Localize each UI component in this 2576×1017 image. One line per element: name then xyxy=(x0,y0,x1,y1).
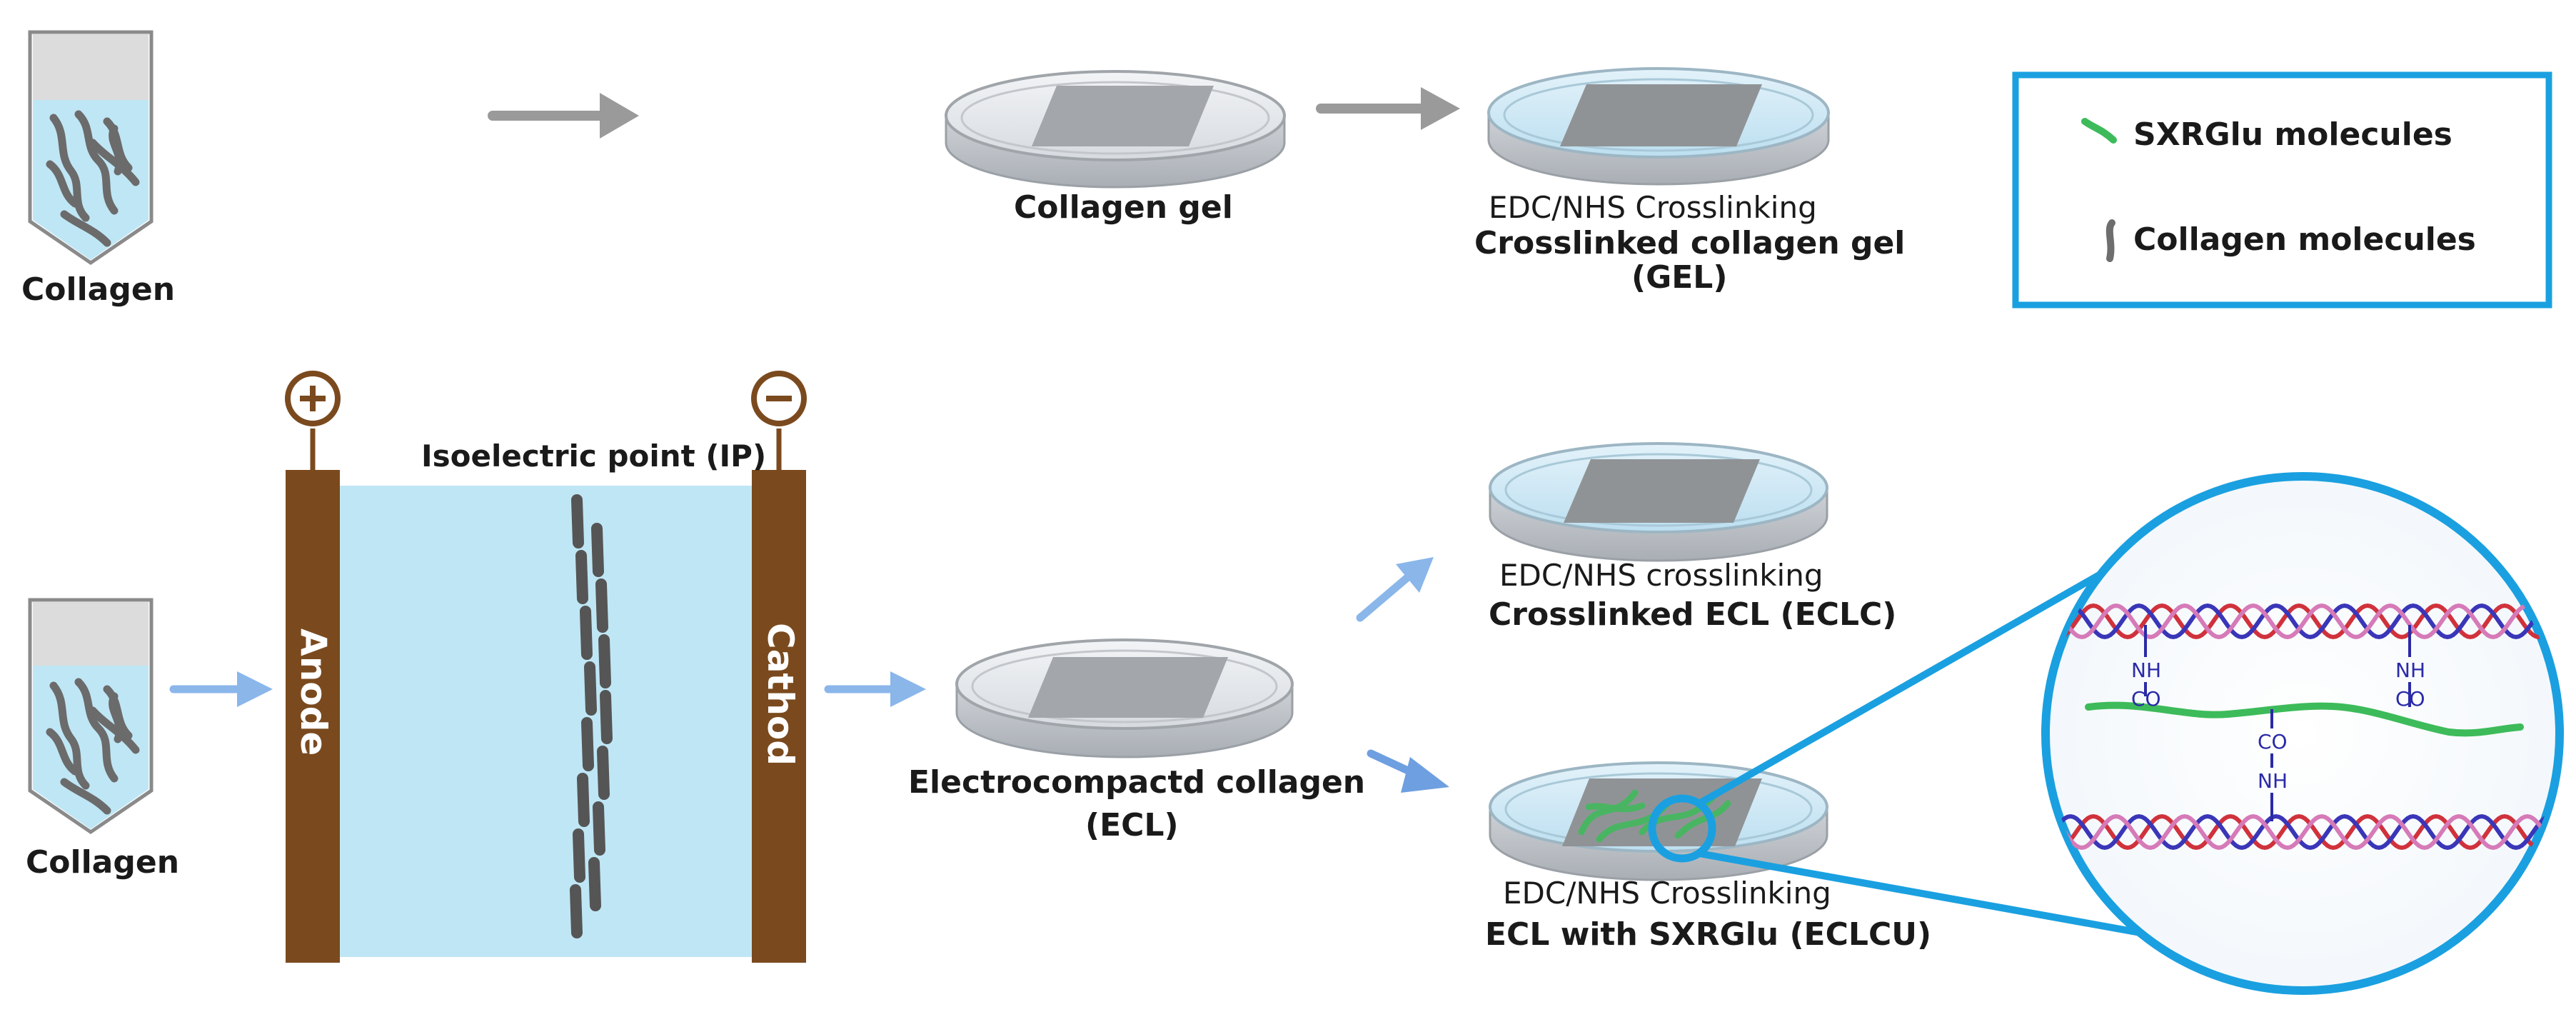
anode-label: Anode xyxy=(293,628,334,756)
ecl-abbr-label: (ECL) xyxy=(1085,807,1179,843)
zoom-source-circle xyxy=(1648,794,1716,863)
co-right: CO xyxy=(2395,687,2425,711)
cathode-minus-icon xyxy=(751,371,807,426)
ecl-name-label: Electrocompactd collagen xyxy=(908,764,1365,801)
isoelectric-point-label: Isoelectric point (IP) xyxy=(421,439,766,474)
sxrglu-chain xyxy=(2085,701,2524,737)
co-center: CO xyxy=(2258,730,2288,753)
ecl-sxrglu-label: ECL with SXRGlu (ECLCU) xyxy=(1485,916,1931,953)
helix-strand xyxy=(2047,603,2558,640)
edc-mid-label: EDC/NHS crosslinking xyxy=(1499,558,1823,593)
anode-plus-icon xyxy=(285,371,341,426)
arrow-blue-1 xyxy=(169,671,273,707)
anode-electrode xyxy=(286,470,340,963)
arrow-blue-4 xyxy=(1367,749,1449,793)
dish-ecl xyxy=(955,638,1294,758)
gel-abbr-label: (GEL) xyxy=(1631,259,1727,296)
amide-bonds xyxy=(2144,625,2411,821)
collagen-molecule-icon xyxy=(2105,219,2115,262)
legend: SXRGlu molecules Collagen molecules xyxy=(2012,71,2552,309)
crosslinked-gel-label: Crosslinked collagen gel xyxy=(1474,225,1905,261)
collagen-tube-top xyxy=(28,30,154,266)
nh-right: NH xyxy=(2395,658,2425,682)
arrow-blue-3 xyxy=(1356,557,1434,622)
collagen-bottom-label: Collagen xyxy=(26,844,179,881)
dish-crosslinked-gel xyxy=(1487,67,1830,186)
dish-collagen-gel xyxy=(945,70,1286,189)
cathode-label: Cathod xyxy=(760,623,801,766)
co-left: CO xyxy=(2131,687,2161,711)
collagen-gel-label: Collagen gel xyxy=(1014,189,1233,226)
cathode-electrode xyxy=(752,470,806,963)
electrocompaction-chamber xyxy=(285,371,807,963)
zoom-connector xyxy=(1697,545,2157,939)
arrow-gray-1 xyxy=(488,93,639,139)
dish-eclc xyxy=(1489,442,1828,562)
nh-center: NH xyxy=(2258,769,2288,793)
dish-eclcu xyxy=(1489,761,1828,881)
compacted-collagen-band xyxy=(570,494,613,938)
collagen-top-label: Collagen xyxy=(21,271,175,308)
crosslinked-ecl-label: Crosslinked ECL (ECLC) xyxy=(1489,596,1896,633)
molecular-zoom-view: NH CO NH CO CO NH xyxy=(2041,472,2564,995)
arrow-blue-2 xyxy=(824,671,926,707)
helix-strand xyxy=(2047,813,2558,851)
collagen-helix-top xyxy=(2047,603,2558,640)
arrow-gray-2 xyxy=(1316,87,1460,130)
legend-label-sxrglu: SXRGlu molecules xyxy=(2133,116,2452,153)
sxrglu-molecule-icon xyxy=(2081,118,2117,144)
edc-top-label: EDC/NHS Crosslinking xyxy=(1489,190,1817,225)
legend-label-collagen: Collagen molecules xyxy=(2133,221,2476,258)
collagen-tube-bottom xyxy=(28,598,154,835)
collagen-helix-bottom xyxy=(2047,813,2558,851)
edc-bottom-label: EDC/NHS Crosslinking xyxy=(1503,876,1831,911)
helix-strand xyxy=(2047,603,2558,640)
helix-strand xyxy=(2047,813,2558,851)
nh-left: NH xyxy=(2131,658,2161,682)
